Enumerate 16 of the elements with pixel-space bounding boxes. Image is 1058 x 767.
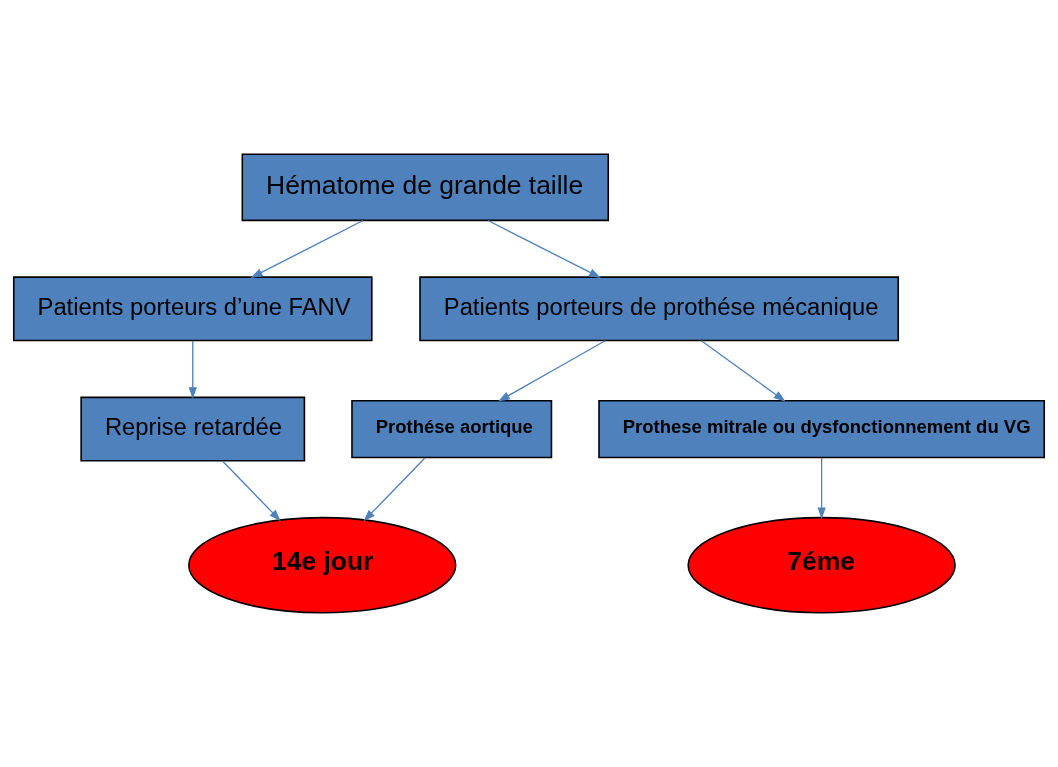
arrow: [817, 457, 826, 520]
arrow: [498, 340, 606, 402]
arrow: [221, 460, 281, 522]
node-ellipse: 7éme: [687, 516, 956, 614]
node-ellipse: 14e jour: [188, 516, 457, 614]
arrow: [188, 340, 197, 400]
arrow: [487, 219, 601, 278]
arrow: [363, 457, 426, 522]
node-box: Reprise retardée: [80, 396, 306, 462]
node-box: Prothése aortique: [351, 399, 553, 459]
arrow: [250, 219, 364, 278]
node-box: Patients porteurs de prothése mécanique: [419, 276, 900, 342]
node-box: Prothese mitrale ou dysfonctionnement du VG: [598, 399, 1046, 459]
arrow: [700, 340, 786, 402]
node-box: Hématome de grande taille: [241, 153, 610, 222]
node-box: Patients porteurs d’une FANV: [12, 276, 373, 342]
